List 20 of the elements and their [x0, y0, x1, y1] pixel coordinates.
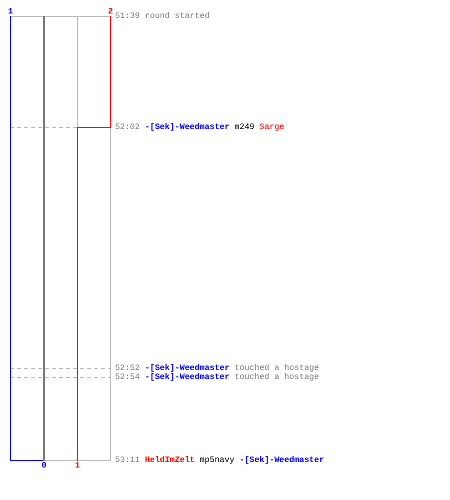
player-count: 1 [75, 462, 80, 470]
event-text: touched a hostage [234, 373, 320, 382]
event-time: 51:39 [115, 12, 140, 21]
event-time: 52:02 [115, 123, 140, 132]
player-name: -[Sek]-Weedmaster [239, 456, 324, 465]
player-count: 0 [42, 462, 46, 470]
event-time: 53:11 [115, 456, 140, 465]
weapon-name: mp5navy [200, 456, 234, 465]
event-text: touched a hostage [234, 364, 320, 373]
player-name: Sarge [259, 123, 284, 132]
event-time: 52:52 [115, 364, 140, 373]
weapon-name: m249 [234, 123, 254, 132]
player-name: -[Sek]-Weedmaster [144, 364, 230, 373]
player-count: 1 [8, 8, 13, 15]
event-time: 52:54 [115, 373, 140, 382]
player-name: -[Sek]-Weedmaster [144, 373, 230, 382]
player-name: -[Sek]-Weedmaster [144, 123, 230, 132]
player-name: HeldImZelt [144, 456, 195, 465]
player-count: 2 [108, 8, 113, 15]
event-text: round started [144, 12, 210, 21]
